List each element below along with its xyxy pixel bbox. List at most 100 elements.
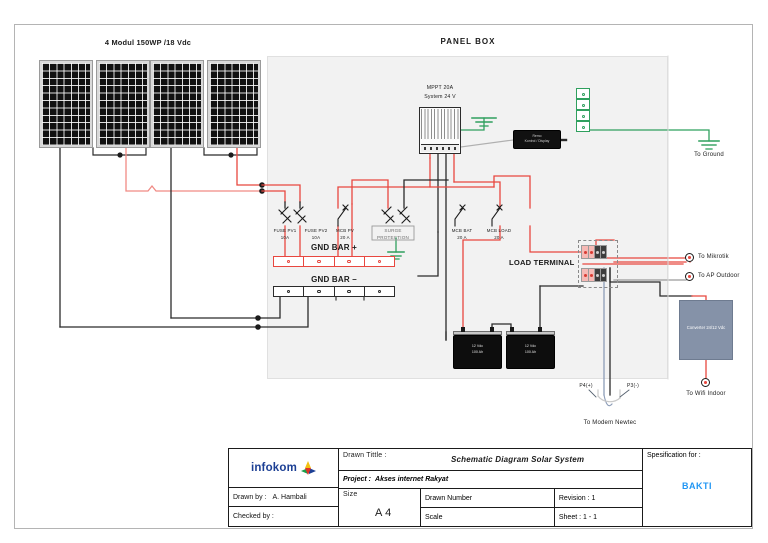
- panel-box-label: PANEL BOX: [440, 37, 496, 46]
- terminal-positive: [582, 269, 588, 281]
- specification-cell: Spesification for : BAKTI: [643, 449, 751, 526]
- to-wifi-indoor-label: To Wifi Indoor: [686, 391, 726, 397]
- busbar-terminal: [363, 287, 394, 296]
- battery-2-neg-terminal: [538, 327, 542, 332]
- ground-terminal-1: [576, 88, 590, 99]
- title-block-left-column: infokom Drawn by : A. Hambali Checked by…: [229, 449, 339, 526]
- mppt-heatsink: [421, 109, 459, 139]
- spec-label: Spesification for :: [647, 452, 701, 459]
- battery-1: 12 Vdc 100 Ah: [453, 335, 502, 369]
- pv-array-label: 4 Modul 150WP /18 Vdc: [104, 38, 192, 47]
- to-mikrotik-label: To Mikrotik: [698, 254, 729, 260]
- ground-terminal-2: [576, 99, 590, 110]
- mppt-label-line2: System 24 V: [424, 94, 456, 100]
- converter-label: Converter 24/12 Vdc: [686, 325, 726, 330]
- fuse-pv1-rating: 10A: [280, 235, 290, 240]
- title-block-lower: Size A 4 Drawn Number Revision : 1 Scale…: [339, 489, 642, 526]
- drawn-title-row: Drawn Tittle : Schematic Diagram Solar S…: [339, 449, 642, 471]
- ground-terminal-3: [576, 110, 590, 121]
- mcb-bat-rating: 20 A: [457, 235, 467, 240]
- to-ap-outdoor-label: To AP Outdoor: [698, 273, 740, 279]
- output-terminal-mikrotik: [685, 253, 694, 262]
- drawn-number-label: Drawn Number: [421, 489, 555, 507]
- ground-busbar-positive: [273, 256, 395, 267]
- size-value: A 4: [375, 507, 392, 519]
- surge-protection-label-2: PROTECTION: [376, 235, 410, 240]
- surge-protection-label-1: SURGE: [384, 228, 402, 233]
- pv-cell-grid: [210, 63, 258, 145]
- title-block: infokom Drawn by : A. Hambali Checked by…: [228, 448, 752, 527]
- mcb-load-rating: 20 A: [494, 235, 504, 240]
- output-terminal-ap-outdoor: [685, 272, 694, 281]
- mppt-label-line1: MPPT 20A: [426, 85, 454, 91]
- size-cell: Size A 4: [339, 489, 421, 526]
- battery-2-cap: [506, 331, 555, 335]
- pv-module-1: [39, 60, 93, 148]
- scale-label: Scale: [421, 508, 555, 526]
- logo-text: infokom: [250, 462, 298, 475]
- busbar-terminal: [274, 257, 303, 266]
- company-logo: infokom: [229, 449, 338, 489]
- remote-meter-label-2: Kontrol / Display: [524, 139, 550, 143]
- drawn-by-label: Drawn by :: [233, 493, 267, 501]
- mcb-pv-rating: 20 A: [340, 235, 350, 240]
- busbar-terminal: [363, 257, 394, 266]
- title-block-grid: Drawn Number Revision : 1 Scale Sheet : …: [421, 489, 642, 526]
- project-row: Project : Akses internet Rakyat: [339, 471, 642, 489]
- pv-cell-grid: [42, 63, 90, 145]
- battery-1-neg-terminal: [490, 327, 494, 332]
- pv-module-2: [96, 60, 150, 148]
- battery-2: 12 Vdc 100 Ah: [506, 335, 555, 369]
- ground-terminal-4: [576, 121, 590, 132]
- pv-cell-grid: [153, 63, 201, 145]
- load-terminal-block-lower: [581, 268, 607, 282]
- terminal-positive: [588, 246, 594, 258]
- output-terminal-wifi-indoor: [701, 378, 710, 387]
- checked-by-row: Checked by :: [229, 507, 338, 526]
- load-terminal-label: LOAD TERMINAL: [509, 258, 575, 267]
- scale-row: Scale Sheet : 1 - 1: [421, 508, 642, 526]
- gnd-bar-plus-label: GND BAR +: [310, 243, 358, 252]
- battery-1-capacity: 100 Ah: [471, 350, 484, 354]
- battery-2-capacity: 100 Ah: [524, 350, 537, 354]
- pv-cell-grid: [99, 63, 147, 145]
- terminal-negative: [594, 269, 600, 281]
- mppt-terminal-base: [421, 144, 459, 152]
- spec-value-bakti: BAKTI: [682, 481, 712, 491]
- project-value: Akses internet Rakyat: [375, 476, 449, 483]
- busbar-terminal: [303, 257, 333, 266]
- modem-pin-negative-label: P3(-): [626, 383, 640, 389]
- mppt-charge-controller: [419, 107, 461, 154]
- revision-label: Revision : 1: [558, 494, 596, 502]
- size-label: Size: [343, 491, 358, 498]
- mcb-load-name: MCB LOAD: [486, 228, 512, 233]
- title-block-mid-column: Drawn Tittle : Schematic Diagram Solar S…: [339, 449, 643, 526]
- project-label: Project :: [343, 476, 372, 483]
- sheet-label: Sheet : 1 - 1: [558, 513, 597, 521]
- pv-module-4: [207, 60, 261, 148]
- to-ground-label: To Ground: [694, 152, 724, 158]
- busbar-terminal: [333, 257, 364, 266]
- busbar-terminal: [303, 287, 333, 296]
- drawn-number-row: Drawn Number Revision : 1: [421, 489, 642, 508]
- load-terminal-block-upper: [581, 245, 607, 259]
- drawing-sheet-border: [14, 24, 753, 529]
- ground-busbar-negative: [273, 286, 395, 297]
- terminal-negative: [600, 246, 606, 258]
- mcb-pv-name: MCB PV: [335, 228, 355, 233]
- mcb-bat-name: MCB BAT: [451, 228, 473, 233]
- drawn-by-row: Drawn by : A. Hambali: [229, 488, 338, 508]
- terminal-positive: [588, 269, 594, 281]
- battery-1-voltage: 12 Vdc: [471, 344, 484, 348]
- drawn-by-value: A. Hambali: [272, 493, 307, 501]
- terminal-negative: [600, 269, 606, 281]
- fuse-pv1-name: FUSE PV1: [273, 228, 297, 233]
- battery-2-voltage: 12 Vdc: [524, 344, 537, 348]
- fuse-pv2-rating: 10A: [311, 235, 321, 240]
- pv-module-3: [150, 60, 204, 148]
- to-modem-label: To Modem Newtec: [583, 420, 637, 426]
- fuse-pv2-name: FUSE PV2: [304, 228, 328, 233]
- drawn-title-value: Schematic Diagram Solar System: [451, 455, 585, 464]
- terminal-negative: [594, 246, 600, 258]
